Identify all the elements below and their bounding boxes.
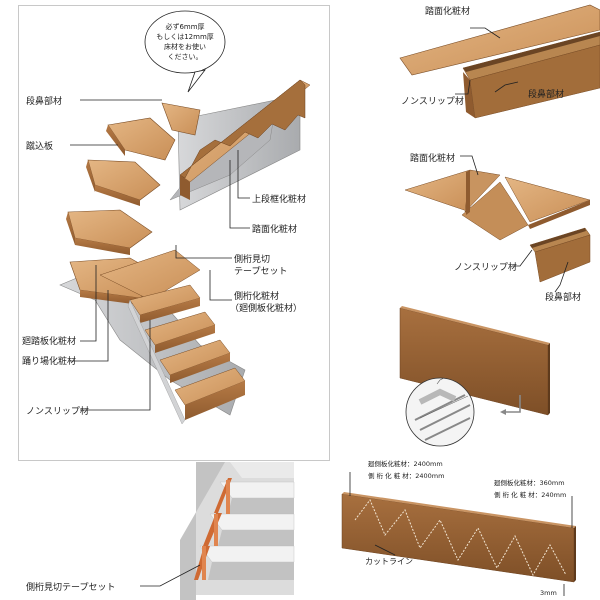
spec1-line-1: 廻側板化粧材：2400mm xyxy=(368,459,443,468)
callout-line-1: 必ず6mm厚 xyxy=(165,22,204,31)
label-stringer-tape-2: テープセット xyxy=(234,266,287,277)
label-upper-frame: 上段框化粧材 xyxy=(252,193,306,205)
label-tread: 踏面化粧材 xyxy=(252,223,297,235)
thickness-label: 3mm xyxy=(540,589,557,597)
label-landing: 踊り場化粧材 xyxy=(22,355,76,367)
label-riser: 蹴込板 xyxy=(26,140,53,152)
bottom-left-stair: 側桁見切テープセット xyxy=(26,462,295,600)
callout-line-2: もしくは12mm厚 xyxy=(156,33,214,41)
bottom-right-cutline: 廻側板化粧材：2400mm 側 桁 化 粧 材：2400mm 廻側板化粧材：36… xyxy=(341,459,576,597)
detail2-label-tread: 踏面化粧材 xyxy=(410,152,455,164)
winder-treads xyxy=(66,102,201,305)
bottom-left-caption: 側桁見切テープセット xyxy=(26,581,115,593)
detail-stringer-panel xyxy=(399,306,550,447)
detail-winder-tread: 踏面化粧材 ノンスリップ材 段鼻部材 xyxy=(404,152,591,303)
main-staircase: 必ず6mm厚 もしくは12mm厚 床材をお使い ください。 段鼻部材 蹴込板 上… xyxy=(22,10,311,425)
label-winder-tread: 廻踏板化粧材 xyxy=(22,335,76,347)
callout-line-3: 床材をお使い xyxy=(164,42,206,51)
lower-flight xyxy=(127,284,246,425)
label-stringer-cover-2: （廻側板化粧材） xyxy=(230,302,302,314)
callout-line-4: ください。 xyxy=(168,53,203,61)
label-nonslip: ノンスリップ材 xyxy=(26,405,89,417)
detail1-label-nosing: 段鼻部材 xyxy=(528,88,564,100)
detail-straight-tread: 踏面化粧材 ノンスリップ材 段鼻部材 xyxy=(399,4,600,119)
magnify-circle xyxy=(405,377,475,447)
detail2-label-nonslip: ノンスリップ材 xyxy=(454,261,517,273)
label-nosing: 段鼻部材 xyxy=(26,95,62,107)
detail2-label-nosing: 段鼻部材 xyxy=(545,291,581,303)
cut-line-label: カットライン xyxy=(365,557,413,566)
label-stringer-tape-1: 側桁見切 xyxy=(234,253,270,265)
spec2-line-1: 廻側板化粧材：360mm xyxy=(494,478,565,487)
label-stringer-cover-1: 側桁化粧材 xyxy=(234,290,279,302)
thickness-callout: 必ず6mm厚 もしくは12mm厚 床材をお使い ください。 xyxy=(144,10,226,93)
upper-flight xyxy=(179,79,311,200)
spec2-line-2: 側 桁 化 粧 材：240mm xyxy=(494,490,566,499)
detail1-label-nonslip: ノンスリップ材 xyxy=(401,95,464,107)
main-diagram-frame xyxy=(18,5,330,461)
detail1-label-tread: 踏面化粧材 xyxy=(425,5,470,17)
leader-lines xyxy=(70,99,250,411)
spec1-line-2: 側 桁 化 粧 材：2400mm xyxy=(368,471,444,480)
